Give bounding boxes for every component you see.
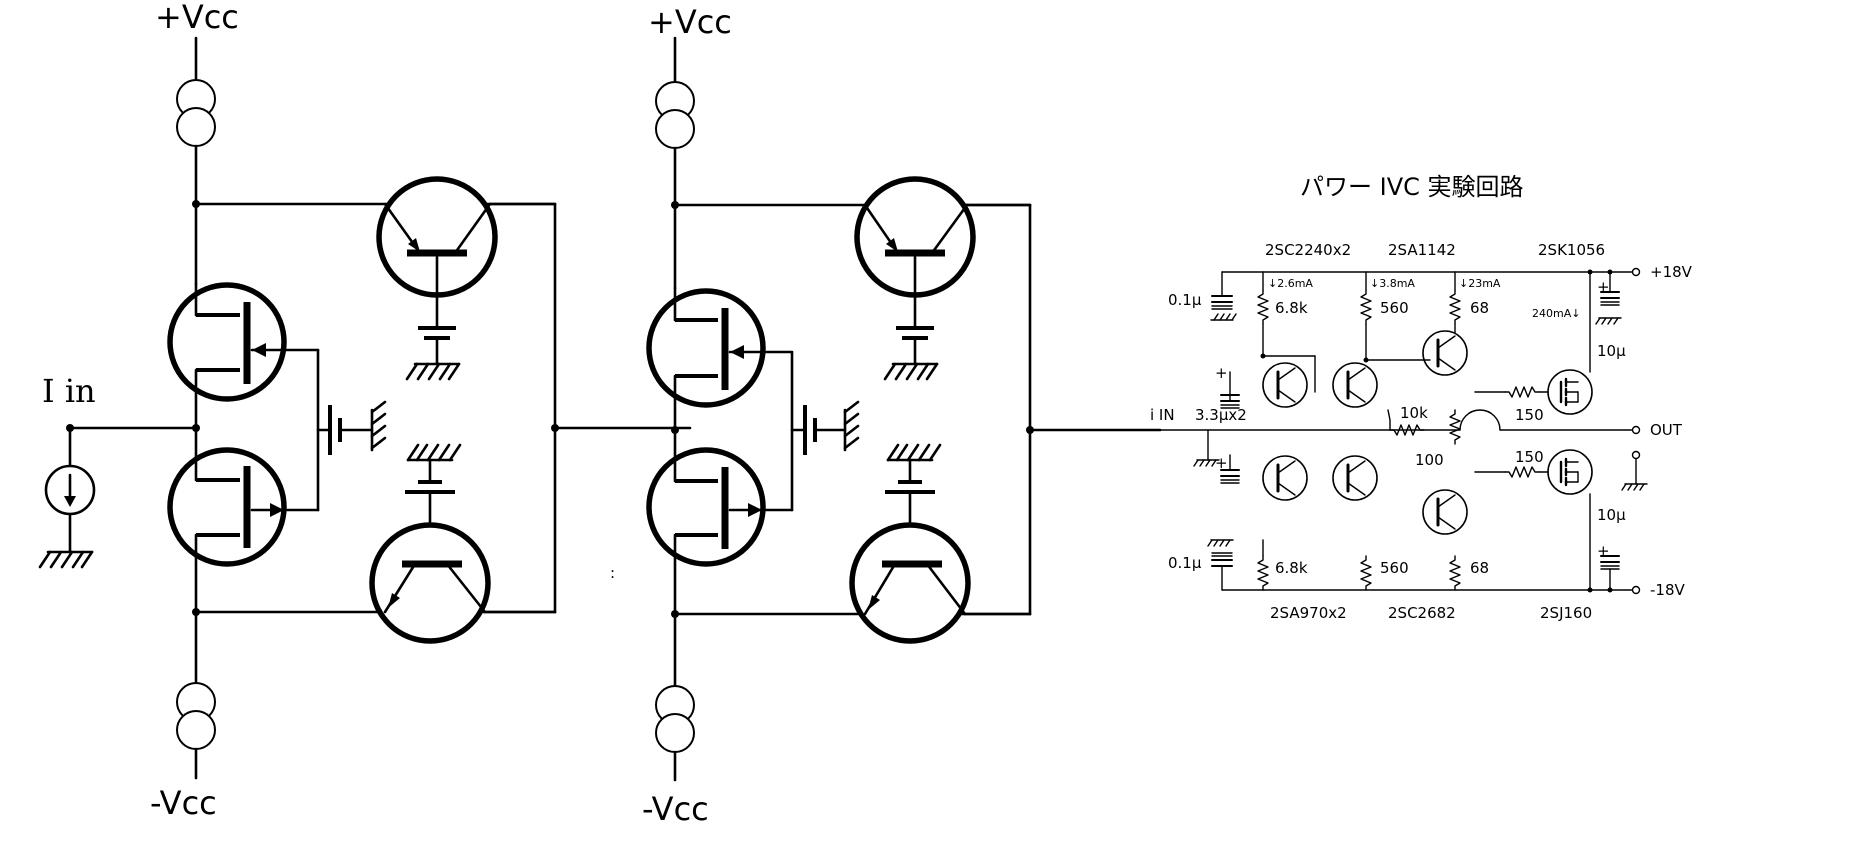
output-label: OUT — [1650, 421, 1683, 439]
res-q6-driver-bottom: 68 — [1470, 559, 1489, 577]
polarity-input-top: + — [1215, 364, 1228, 382]
schematic-title: パワー IVC 実験回路 — [1300, 173, 1524, 201]
bjt-q2b — [1331, 454, 1379, 502]
middle-diagram: +Vcc -Vcc : — [610, 3, 1162, 828]
res-q5-driver-top: 68 — [1470, 299, 1489, 317]
gate-res-top-label: 150 — [1515, 406, 1544, 424]
polarity-input-bottom: + — [1215, 454, 1228, 472]
input-label: I in — [42, 372, 96, 410]
polarity-bottom-right: + — [1597, 542, 1610, 560]
terminal-pos-rail — [1631, 267, 1641, 277]
res-pot-label: 100 — [1415, 451, 1444, 469]
current-source-bottom-2 — [655, 685, 695, 753]
rail-neg-label: -18V — [1650, 581, 1685, 599]
current-source-top — [176, 79, 216, 147]
bjt-top-middle — [854, 176, 976, 381]
res-q1-top: 6.8k — [1275, 299, 1308, 317]
stray-mark: : — [610, 564, 615, 582]
cap-big-bottom-label: 10μ — [1597, 506, 1626, 524]
polarity-top-right: + — [1597, 278, 1610, 296]
vcc-pos-label-2: +Vcc — [648, 3, 732, 41]
vcc-pos-label: +Vcc — [155, 0, 239, 36]
mosfet-q5 — [1546, 368, 1594, 416]
rail-pos-label: +18V — [1650, 263, 1693, 281]
bjt-bottom-middle — [849, 443, 971, 644]
input-label-right: i IN — [1150, 406, 1175, 424]
bjt-top-left — [376, 176, 498, 381]
mosfet-q6 — [1546, 448, 1594, 496]
res-q2-bottom: 6.8k — [1275, 559, 1308, 577]
input-cap-label: 3.3μx2 — [1195, 406, 1247, 424]
part-label-q1: 2SC2240x2 — [1265, 241, 1351, 259]
current-source-bottom — [176, 682, 216, 750]
terminal-ground — [1631, 450, 1641, 460]
right-schematic: パワー IVC 実験回路 2SC2240x2 2SA1142 2SK1056 2… — [1150, 173, 1693, 622]
res-mid-label: 10k — [1400, 404, 1428, 422]
gate-res-bottom-label: 150 — [1515, 448, 1544, 466]
res-q3-top: 560 — [1380, 299, 1409, 317]
part-label-q6: 2SJ160 — [1540, 604, 1592, 622]
cap-small-top-label: 0.1μ — [1168, 291, 1202, 309]
part-label-q3: 2SA1142 — [1388, 241, 1456, 259]
bjt-q1a — [1261, 361, 1309, 409]
current-source-top-2 — [655, 81, 695, 149]
current-q5-driver: ↓23mA — [1459, 277, 1501, 290]
current-q1: ↓2.6mA — [1268, 277, 1313, 290]
bjt-q4 — [1421, 488, 1469, 536]
current-output: 240mA↓ — [1532, 307, 1580, 320]
part-label-q4: 2SC2682 — [1388, 604, 1456, 622]
res-q4-bottom: 560 — [1380, 559, 1409, 577]
part-label-q5: 2SK1056 — [1538, 241, 1605, 259]
bjt-q2a — [1261, 454, 1309, 502]
bjt-q3 — [1421, 329, 1469, 377]
terminal-output — [1631, 425, 1641, 435]
jfet-bottom-2 — [646, 447, 794, 567]
jfet-top — [167, 282, 320, 402]
bjt-q1b — [1331, 361, 1379, 409]
vcc-neg-label-2: -Vcc — [642, 790, 709, 828]
terminal-neg-rail — [1631, 585, 1641, 595]
vcc-neg-label: -Vcc — [150, 784, 217, 822]
bjt-bottom-left — [369, 443, 491, 644]
jfet-bottom — [167, 447, 320, 567]
left-diagram: +Vcc -Vcc I in — [38, 0, 692, 822]
jfet-top-2 — [646, 286, 794, 408]
cap-big-top-label: 10μ — [1597, 342, 1626, 360]
part-label-q2: 2SA970x2 — [1270, 604, 1347, 622]
cap-small-bottom-label: 0.1μ — [1168, 554, 1202, 572]
current-q3: ↓3.8mA — [1370, 277, 1415, 290]
